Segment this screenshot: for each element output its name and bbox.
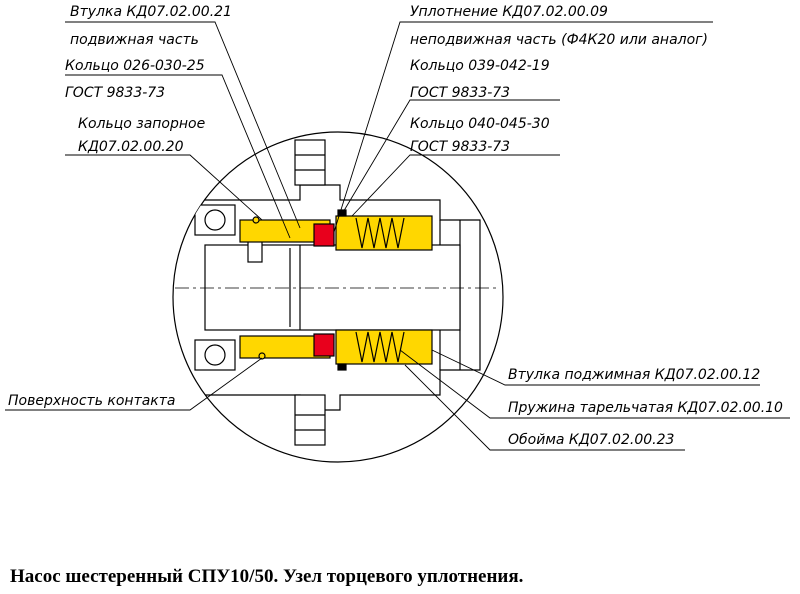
label-seal-1: Уплотнение КД07.02.00.09 bbox=[410, 4, 608, 20]
seal-upper bbox=[313, 223, 335, 247]
seal-lower bbox=[313, 333, 335, 357]
label-lock-ring-2: КД07.02.00.20 bbox=[78, 139, 184, 155]
bottom-bolt bbox=[294, 394, 326, 446]
label-seal-2: неподвижная часть (Ф4К20 или аналог) bbox=[410, 32, 708, 48]
label-oring-large-2: ГОСТ 9833-73 bbox=[410, 139, 510, 155]
label-oring-mid-1: Кольцо 039-042-19 bbox=[410, 58, 550, 74]
holder-upper bbox=[335, 215, 433, 251]
figure-caption: Насос шестеренный СПУ10/50. Узел торцево… bbox=[10, 566, 524, 587]
label-sleeve-1: Втулка КД07.02.00.21 bbox=[70, 4, 232, 20]
label-oring-small-2: ГОСТ 9833-73 bbox=[65, 85, 165, 101]
label-disc-spring: Пружина тарельчатая КД07.02.00.10 bbox=[508, 400, 783, 416]
label-oring-small-1: Кольцо 026-030-25 bbox=[65, 58, 205, 74]
label-holder: Обойма КД07.02.00.23 bbox=[508, 432, 674, 448]
disc-springs-upper bbox=[355, 217, 405, 249]
seal-assembly-drawing: Втулка КД07.02.00.21 подвижная часть Кол… bbox=[5, 4, 790, 463]
label-contact-surface: Поверхность контакта bbox=[8, 393, 176, 409]
mechanism bbox=[175, 139, 500, 446]
disc-springs-lower bbox=[355, 331, 405, 363]
top-bolt bbox=[294, 139, 326, 186]
label-sleeve-2: подвижная часть bbox=[70, 32, 199, 48]
label-oring-mid-2: ГОСТ 9833-73 bbox=[410, 85, 510, 101]
label-oring-large-1: Кольцо 040-045-30 bbox=[410, 116, 550, 132]
shaft bbox=[204, 244, 461, 331]
label-lock-ring-1: Кольцо запорное bbox=[78, 116, 205, 132]
leader-lines bbox=[5, 21, 790, 451]
detail-view-circle bbox=[172, 131, 504, 463]
holder-lower bbox=[335, 329, 433, 365]
label-press-sleeve: Втулка поджимная КД07.02.00.12 bbox=[508, 367, 760, 383]
